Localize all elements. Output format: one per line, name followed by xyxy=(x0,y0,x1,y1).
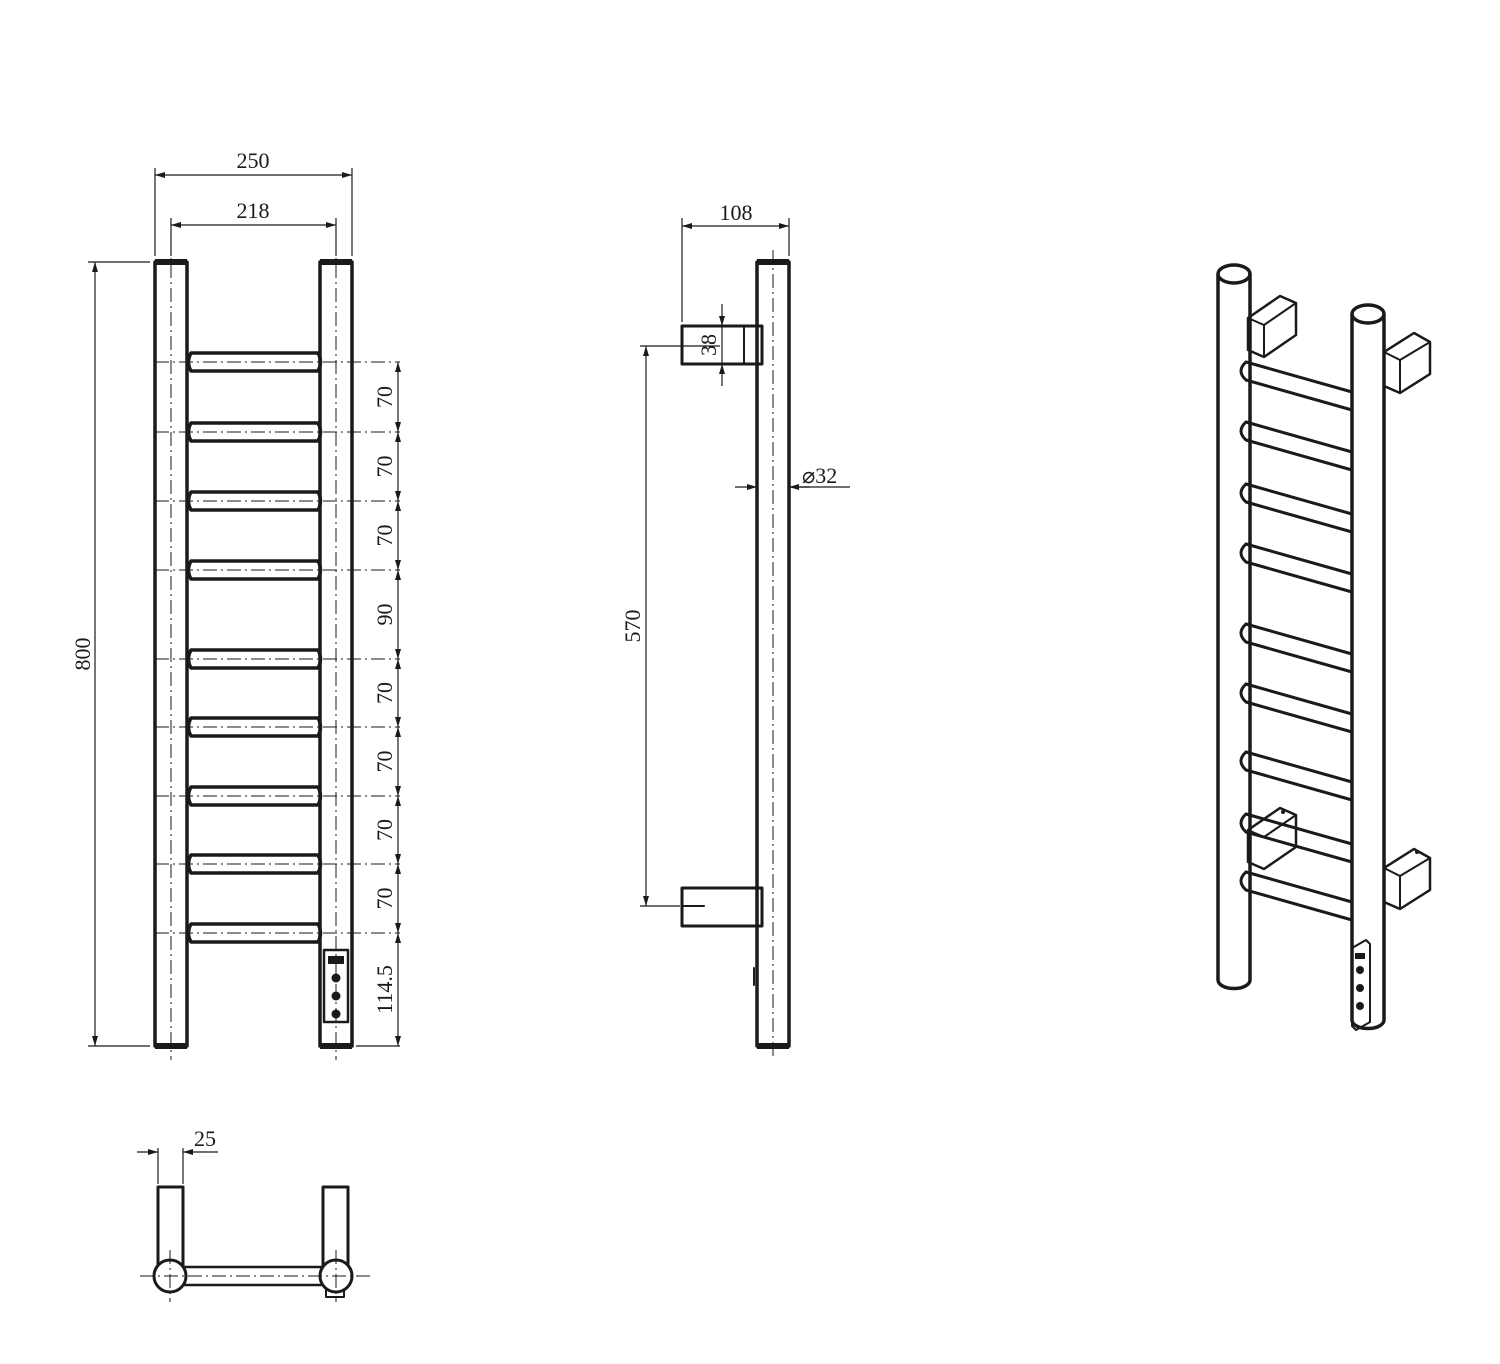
rung-spacing-dim: 70 xyxy=(372,501,401,570)
rung xyxy=(155,716,400,738)
iso-rung xyxy=(1239,420,1354,472)
rung-spacing-label: 114.5 xyxy=(372,965,397,1014)
iso-rung xyxy=(1239,682,1354,734)
rung xyxy=(155,351,400,373)
dim-depth: 108 xyxy=(681,200,790,322)
rung-spacing-label: 70 xyxy=(372,386,397,408)
rung-spacing-label: 70 xyxy=(372,456,397,478)
rung xyxy=(155,922,400,944)
rung xyxy=(155,648,400,670)
top-view: 25 xyxy=(137,1126,370,1302)
dim-overall-height: 800 xyxy=(70,261,150,1047)
dim-tube-width-label: 25 xyxy=(194,1126,216,1151)
rung-spacing-dim: 70 xyxy=(372,432,401,501)
control-box xyxy=(322,948,350,1024)
rung-spacing-dim: 70 xyxy=(372,727,401,796)
side-view: 108 38 ⌀32 570 xyxy=(620,200,850,1060)
dim-inner-width-label: 218 xyxy=(237,198,270,223)
rung-spacing-dim: 70 xyxy=(372,796,401,864)
rung-spacing-dim: 90 xyxy=(372,570,401,659)
rung-spacing-dim: 114.5 xyxy=(372,933,401,1046)
iso-rung xyxy=(1239,360,1354,412)
rung-spacing-label: 70 xyxy=(372,888,397,910)
front-view: 250 218 800 70 70 70 90 70 70 70 70 114.5 xyxy=(70,148,401,1060)
rung-spacing-label: 70 xyxy=(372,682,397,704)
iso-rung xyxy=(1239,812,1354,864)
dim-inner-width: 218 xyxy=(170,198,337,256)
iso-rungs xyxy=(1239,360,1354,922)
rung-spacing-label: 70 xyxy=(372,525,397,547)
rung-spacing-dim: 70 xyxy=(372,362,401,432)
dim-overall-width-label: 250 xyxy=(237,148,270,173)
iso-rung xyxy=(1239,870,1354,922)
iso-rung xyxy=(1239,750,1354,802)
dim-depth-label: 108 xyxy=(720,200,753,225)
dim-overall-height-label: 800 xyxy=(70,638,95,671)
iso-control-box xyxy=(1351,939,1371,1031)
dim-overall-width: 250 xyxy=(154,148,353,256)
dim-tube-width: 25 xyxy=(137,1126,218,1184)
dim-bracket-spacing-label: 570 xyxy=(620,610,645,643)
dim-bracket-height: 38 xyxy=(696,304,725,386)
rung-spacing-label: 90 xyxy=(372,604,397,626)
diameter-symbol: ⌀ xyxy=(802,463,815,488)
dim-bracket-height-label: 38 xyxy=(696,334,721,356)
dim-bracket-spacing: 570 xyxy=(620,345,720,907)
dim-tube-diameter-label: ⌀32 xyxy=(802,463,837,488)
dim-tube-diameter: ⌀32 xyxy=(735,463,850,490)
rung-spacing-dim: 70 xyxy=(372,659,401,727)
rungs xyxy=(155,351,400,1047)
rung xyxy=(155,421,400,443)
rung xyxy=(155,559,400,581)
iso-rung xyxy=(1239,482,1354,534)
iso-right-post xyxy=(1350,314,1386,1031)
rung xyxy=(155,785,400,807)
isometric-view xyxy=(1216,263,1432,1031)
rung-spacing-dims: 70 70 70 90 70 70 70 70 114.5 xyxy=(372,362,401,1046)
rung-spacing-label: 70 xyxy=(372,751,397,773)
rung-spacing-label: 70 xyxy=(372,819,397,841)
iso-rung xyxy=(1239,622,1354,674)
rung-spacing-dim: 70 xyxy=(372,864,401,933)
rung xyxy=(155,853,400,875)
iso-rung xyxy=(1239,542,1354,594)
rung xyxy=(155,490,400,512)
